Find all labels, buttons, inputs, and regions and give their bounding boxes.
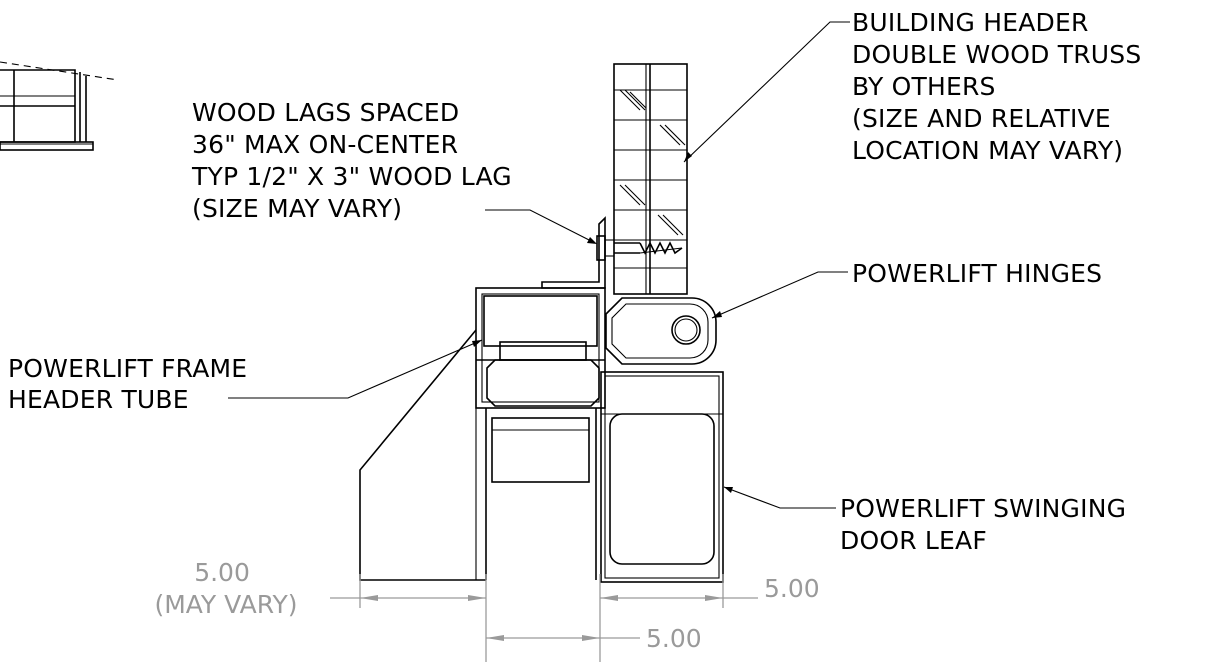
frame-header-callout: POWERLIFT FRAME HEADER TUBE [8,354,255,414]
door-leaf-callout: POWERLIFT SWINGING DOOR LEAF [840,494,1134,555]
hinges-callout: POWERLIFT HINGES [852,259,1102,288]
frame-assembly [359,287,606,581]
angle-bracket [541,216,606,289]
dimension-lines [330,574,758,662]
window-detail [0,61,119,151]
wood-lag-screw [596,235,683,261]
right-dimension-label: 5.00 [764,574,820,603]
left-dimension-label: 5.00 (MAY VARY) [154,558,297,619]
hinge [605,297,717,365]
wood-lags-callout: WOOD LAGS SPACED 36" MAX ON-CENTER TYP 1… [191,98,520,223]
building-header-callout: BUILDING HEADER DOUBLE WOOD TRUSS BY OTH… [852,8,1150,165]
swinging-door-leaf [600,371,724,583]
leader-lines [228,21,850,509]
wood-truss [613,63,688,295]
bottom-dimension-label: 5.00 [646,624,702,653]
